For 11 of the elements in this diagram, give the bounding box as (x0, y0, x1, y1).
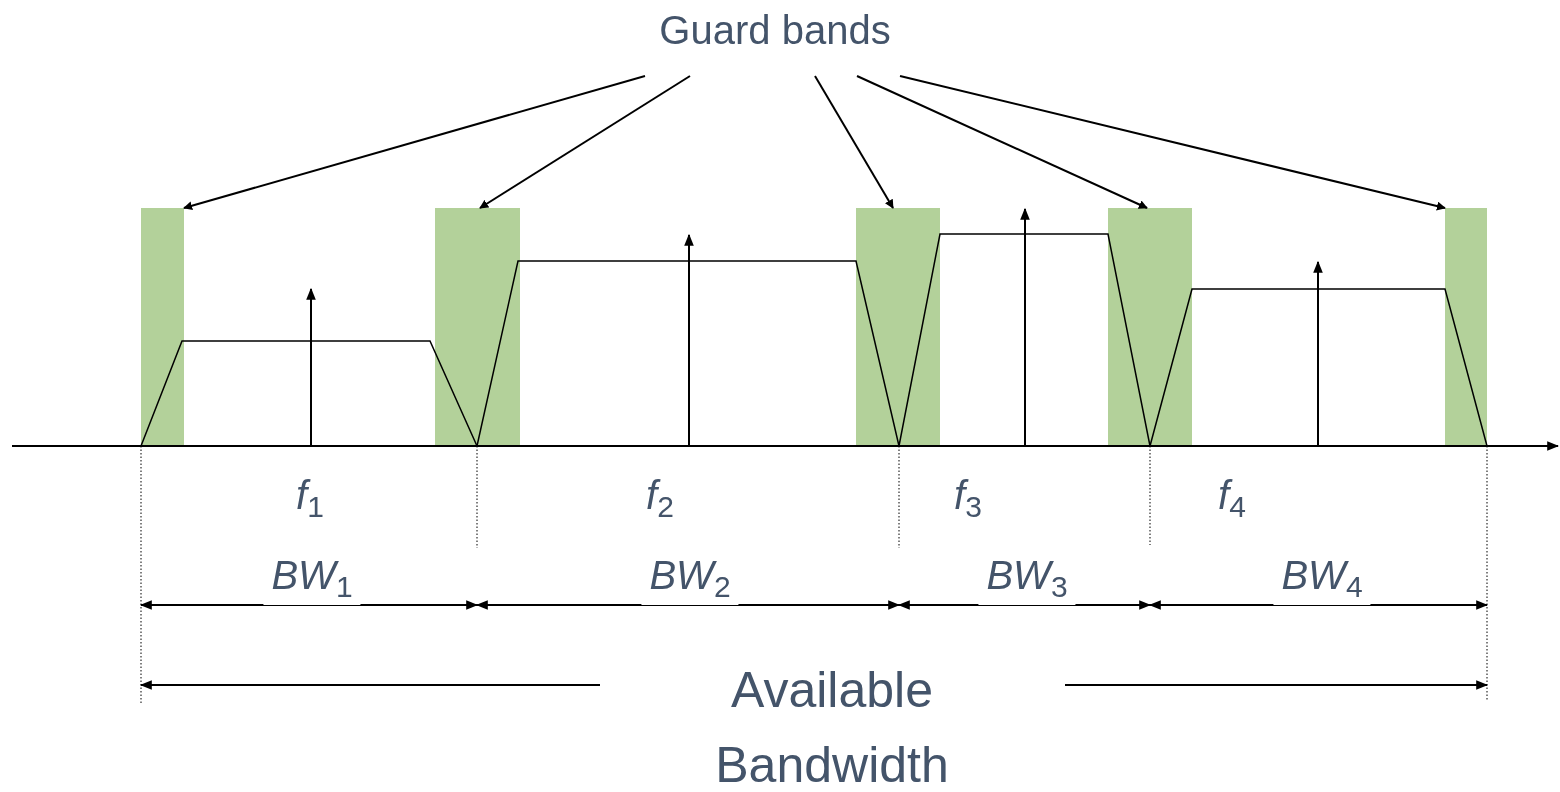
guard-band (1445, 208, 1487, 446)
arrow (479, 75, 691, 209)
arrow (814, 75, 894, 209)
arrow (183, 75, 646, 211)
callout-text: Guard bands (659, 7, 891, 54)
arrow (856, 75, 1148, 209)
guard-band (1108, 208, 1192, 446)
guard-band (435, 208, 520, 446)
guard-band (141, 208, 184, 446)
arrow (899, 75, 1446, 211)
guard-band (856, 208, 940, 446)
